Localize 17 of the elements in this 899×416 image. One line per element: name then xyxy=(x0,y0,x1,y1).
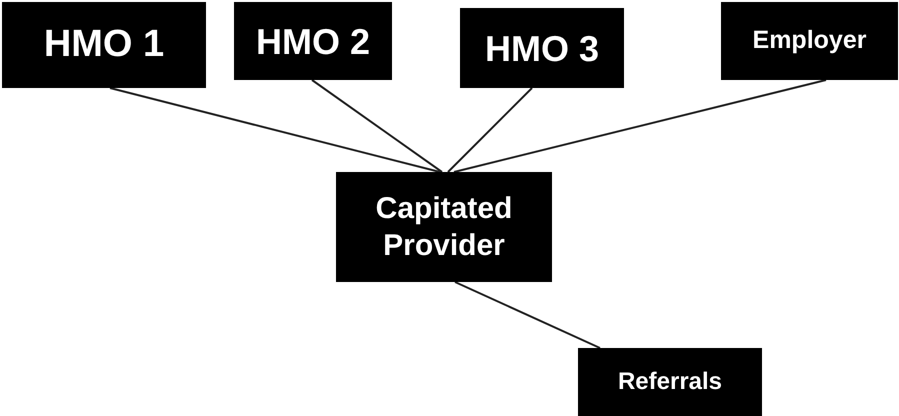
label-box xyxy=(721,2,898,80)
label-box xyxy=(460,8,624,88)
connector-line xyxy=(454,281,600,349)
connector-line xyxy=(311,79,443,173)
box-label: Capitated Provider xyxy=(374,190,514,264)
box-label: Referrals xyxy=(618,367,722,397)
connector-line xyxy=(454,79,826,173)
label-box xyxy=(336,172,552,282)
label-box xyxy=(2,2,206,88)
label-box xyxy=(234,2,392,80)
box-label: Employer xyxy=(752,25,866,56)
connector-line xyxy=(110,87,440,173)
connector-line xyxy=(447,87,533,173)
label-box xyxy=(578,348,762,416)
box-label: HMO 2 xyxy=(256,20,370,64)
box-label: HMO 3 xyxy=(484,26,599,70)
box-label: HMO 1 xyxy=(44,22,164,68)
